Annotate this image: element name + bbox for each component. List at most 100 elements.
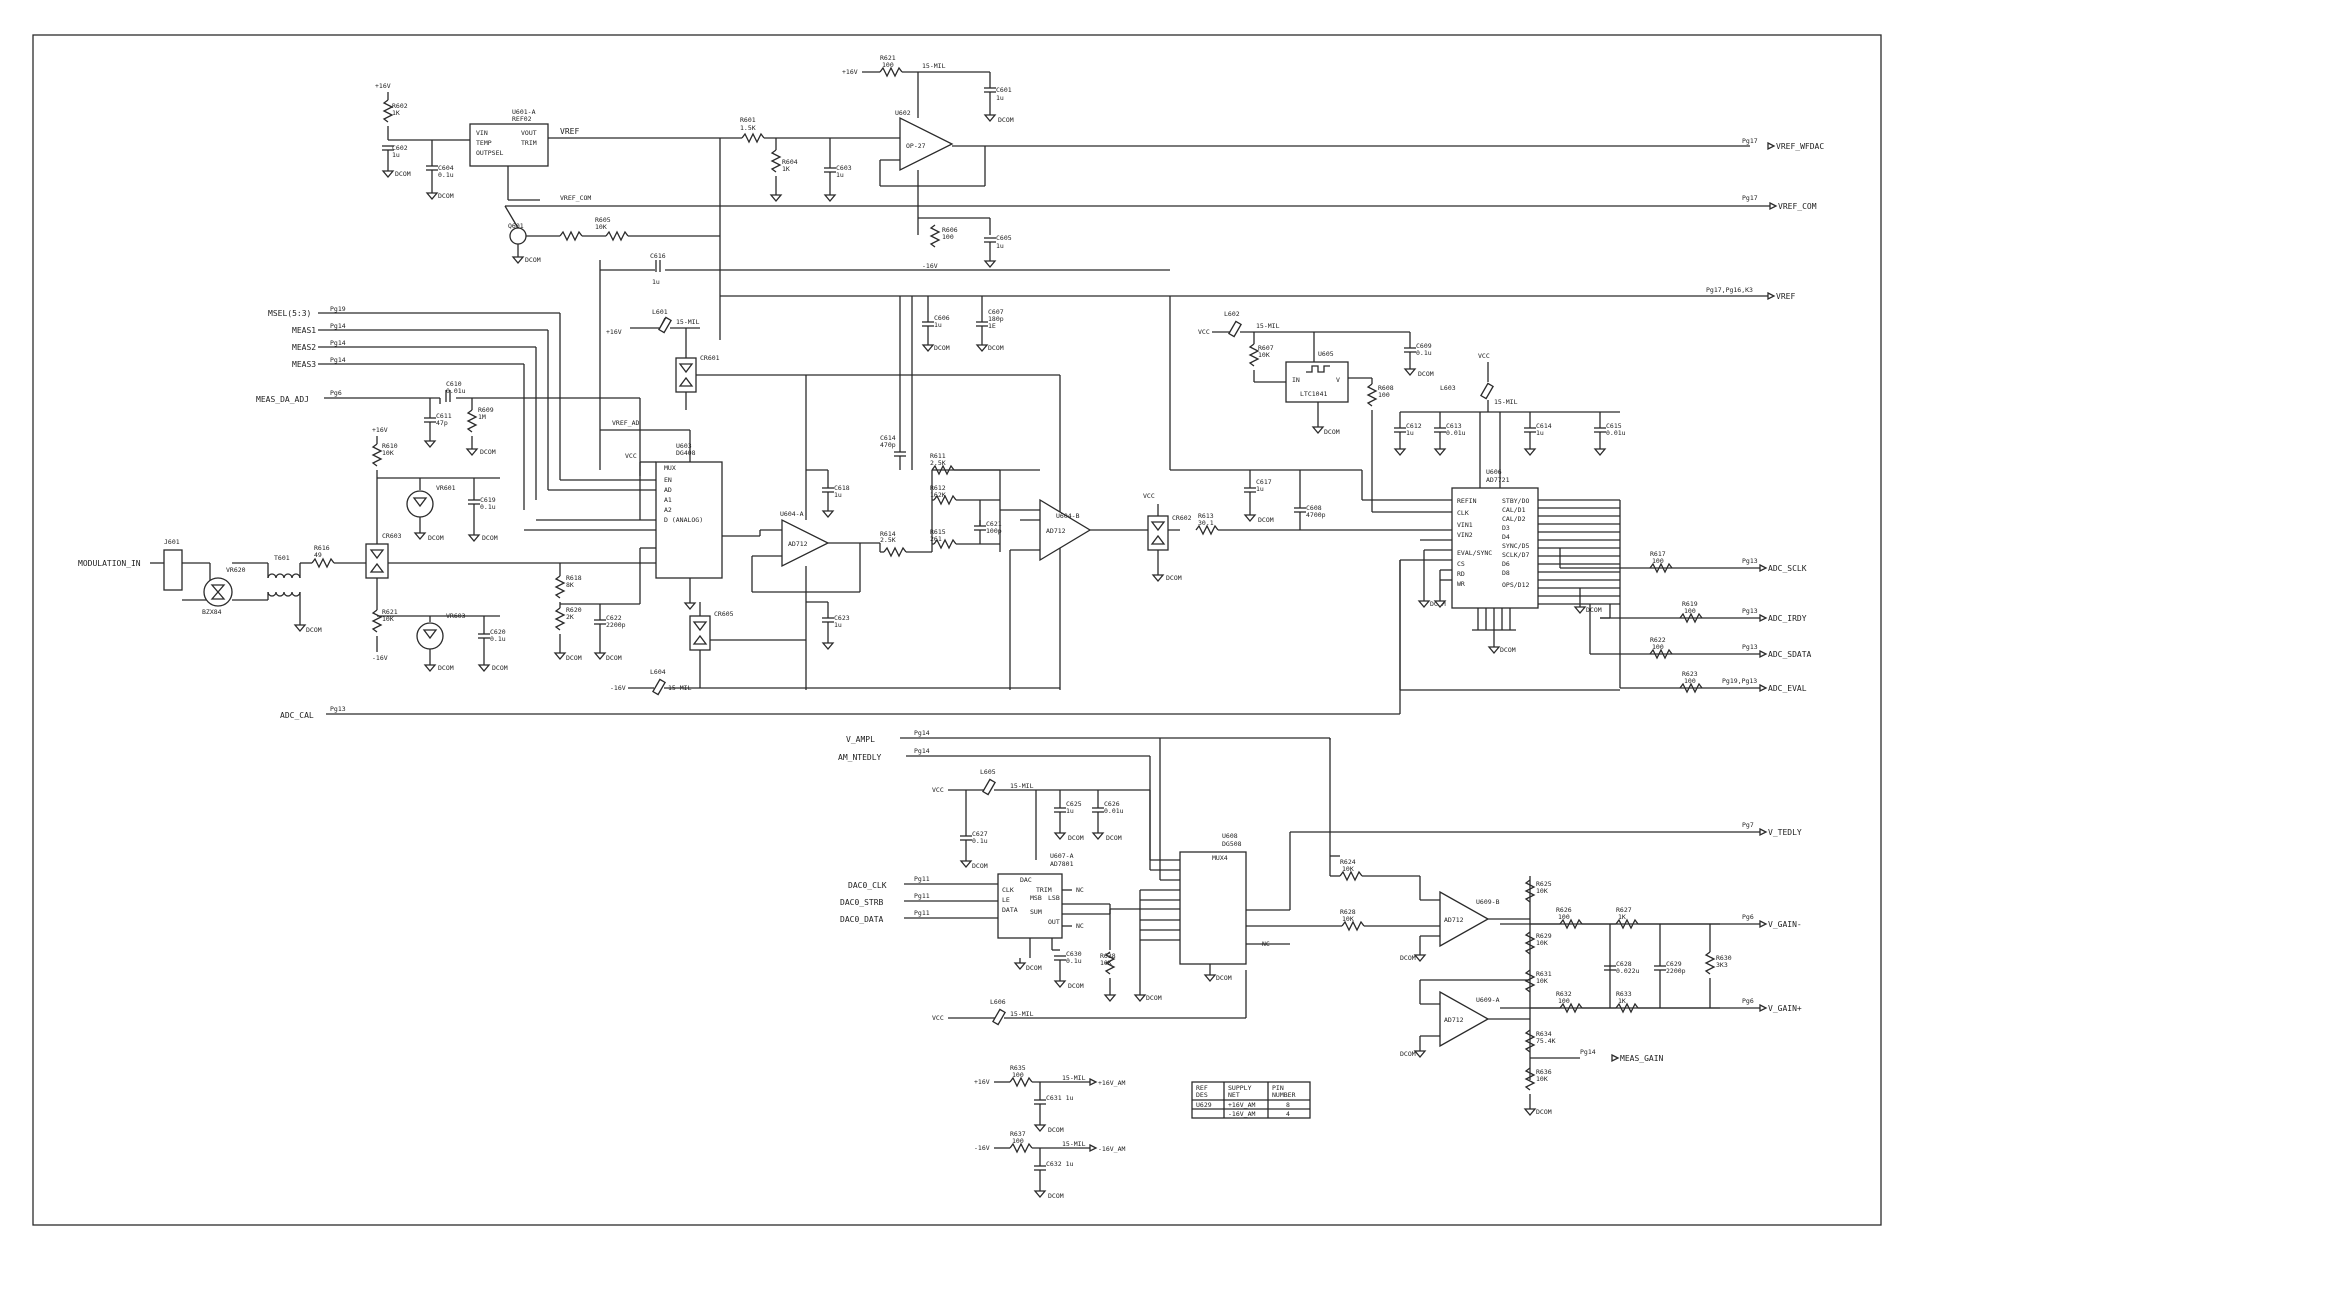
- svg-text:DCOM: DCOM: [482, 534, 498, 542]
- svg-text:261: 261: [930, 535, 942, 543]
- svg-text:VREF_AD: VREF_AD: [612, 419, 639, 427]
- u604b: [1039, 498, 1092, 562]
- svg-text:DCOM: DCOM: [1026, 964, 1042, 972]
- svg-text:15-MIL: 15-MIL: [1256, 322, 1280, 330]
- svg-text:Pg7: Pg7: [1742, 821, 1754, 829]
- svg-text:100: 100: [1378, 391, 1390, 399]
- input-meas-da-adj: MEAS_DA_ADJ Pg6: [256, 389, 440, 404]
- svg-text:NC: NC: [1076, 886, 1084, 894]
- svg-text:R638: R638: [1100, 952, 1116, 960]
- svg-text:VREF_COM: VREF_COM: [1778, 202, 1817, 211]
- offpage-vref: Pg17,Pg16,K3 VREF: [1706, 286, 1795, 301]
- svg-text:SCLK/D7: SCLK/D7: [1502, 551, 1529, 559]
- svg-text:C629: C629: [1666, 960, 1682, 968]
- svg-text:DCOM: DCOM: [1258, 516, 1274, 524]
- svg-text:15-MIL: 15-MIL: [1010, 1010, 1034, 1018]
- svg-text:2K: 2K: [566, 613, 574, 621]
- svg-text:Pg14: Pg14: [330, 339, 346, 347]
- input-modulation-in: MODULATION_IN: [78, 559, 164, 568]
- supply-filters: +16V R635 100 15-MIL +16V_AM C631 1u DCO…: [974, 1064, 1125, 1200]
- svg-text:VCC: VCC: [1478, 352, 1490, 360]
- svg-text:VR603: VR603: [446, 612, 466, 620]
- input-adc-cal: ADC_CAL Pg13: [280, 705, 1400, 720]
- svg-text:15-MIL: 15-MIL: [1062, 1140, 1086, 1148]
- offpage-outputs: Pg17 VREF_WFDAC Pg17 VREF_COM Pg17,Pg16,…: [1320, 137, 1824, 1063]
- svg-text:4: 4: [1286, 1110, 1290, 1118]
- u609a: [1439, 990, 1490, 1048]
- svg-text:R612: R612: [930, 484, 946, 492]
- svg-text:C618: C618: [834, 484, 850, 492]
- svg-text:15-MIL: 15-MIL: [676, 318, 700, 326]
- svg-text:CR601: CR601: [700, 354, 720, 362]
- svg-text:C622: C622: [606, 614, 622, 622]
- svg-text:100: 100: [1558, 997, 1570, 1005]
- svg-text:Pg17: Pg17: [1742, 194, 1758, 202]
- svg-text:+16V: +16V: [842, 68, 858, 76]
- svg-text:DCOM: DCOM: [1418, 370, 1434, 378]
- svg-text:R626: R626: [1556, 906, 1572, 914]
- svg-text:8: 8: [1286, 1101, 1290, 1109]
- input-meas3: MEAS3 Pg14: [292, 356, 524, 369]
- svg-text:LSB: LSB: [1048, 894, 1060, 902]
- svg-text:AD7721: AD7721: [1486, 476, 1510, 484]
- svg-text:DCOM: DCOM: [1106, 834, 1122, 842]
- svg-text:R622: R622: [1650, 636, 1666, 644]
- svg-text:DG508: DG508: [1222, 840, 1242, 848]
- svg-text:MEAS_GAIN: MEAS_GAIN: [1620, 1054, 1664, 1063]
- svg-text:C606: C606: [934, 314, 950, 322]
- svg-text:R620: R620: [566, 606, 582, 614]
- offpage-adc-eval: Pg19,Pg13 ADC_EVAL: [1620, 677, 1807, 693]
- svg-text:DCOM: DCOM: [1146, 994, 1162, 1002]
- supply-filter-pos: +16V R635 100 15-MIL +16V_AM C631 1u DCO…: [974, 1064, 1125, 1134]
- svg-text:R614: R614: [880, 530, 896, 538]
- svg-text:1u: 1u: [392, 151, 400, 159]
- svg-text:C619: C619: [480, 496, 496, 504]
- svg-text:DCOM: DCOM: [438, 664, 454, 672]
- svg-text:+16V: +16V: [375, 82, 391, 90]
- svg-text:C612: C612: [1406, 422, 1422, 430]
- svg-text:VREF: VREF: [560, 127, 579, 136]
- svg-text:ADC_CAL: ADC_CAL: [280, 711, 314, 720]
- svg-text:100: 100: [1652, 643, 1664, 651]
- svg-text:R606: R606: [942, 226, 958, 234]
- svg-text:C627: C627: [972, 830, 988, 838]
- svg-text:15-MIL: 15-MIL: [1010, 782, 1034, 790]
- input-dac0-strb: DAC0_STRB Pg11: [840, 892, 998, 907]
- svg-text:OPS/D12: OPS/D12: [1502, 581, 1529, 589]
- svg-text:DCOM: DCOM: [566, 654, 582, 662]
- svg-text:2200p: 2200p: [1666, 967, 1686, 975]
- svg-text:100: 100: [1558, 913, 1570, 921]
- svg-text:C607: C607: [988, 308, 1004, 316]
- svg-text:DATA: DATA: [1002, 906, 1018, 914]
- offpage-adc-sclk: Pg13 ADC_SCLK: [1600, 557, 1807, 573]
- svg-text:1K: 1K: [782, 165, 790, 173]
- svg-text:NC: NC: [1262, 940, 1270, 948]
- supply-filter-neg: -16V R637 100 15-MIL -16V_AM C632 1u DCO…: [974, 1130, 1125, 1200]
- svg-text:DES: DES: [1196, 1091, 1208, 1099]
- svg-text:C621: C621: [986, 520, 1002, 528]
- svg-text:U607-A: U607-A: [1050, 852, 1074, 860]
- dac-ic: [997, 873, 1063, 939]
- svg-text:L602: L602: [1224, 310, 1240, 318]
- svg-text:10K: 10K: [1536, 939, 1548, 947]
- svg-text:Pg14: Pg14: [1580, 1048, 1596, 1056]
- svg-text:SUPPLY: SUPPLY: [1228, 1084, 1252, 1092]
- svg-text:1E: 1E: [988, 322, 996, 330]
- input-labels: MSEL(5:3) Pg19 MEAS1 Pg14 MEAS2 Pg14 MEA…: [78, 305, 1400, 924]
- svg-text:SYNC/D5: SYNC/D5: [1502, 542, 1529, 550]
- svg-text:Pg14: Pg14: [914, 729, 930, 737]
- svg-text:Pg14: Pg14: [330, 322, 346, 330]
- svg-text:D6: D6: [1502, 560, 1510, 568]
- svg-text:U601-A: U601-A: [512, 108, 536, 116]
- svg-text:R616: R616: [314, 544, 330, 552]
- svg-text:C630: C630: [1066, 950, 1082, 958]
- svg-text:1M: 1M: [478, 413, 486, 421]
- svg-text:DCOM: DCOM: [438, 192, 454, 200]
- svg-text:ADC_SCLK: ADC_SCLK: [1768, 564, 1807, 573]
- svg-text:100: 100: [1684, 607, 1696, 615]
- svg-text:V_GAIN-: V_GAIN-: [1768, 920, 1802, 929]
- svg-text:IN: IN: [1292, 376, 1300, 384]
- svg-text:R617: R617: [1650, 550, 1666, 558]
